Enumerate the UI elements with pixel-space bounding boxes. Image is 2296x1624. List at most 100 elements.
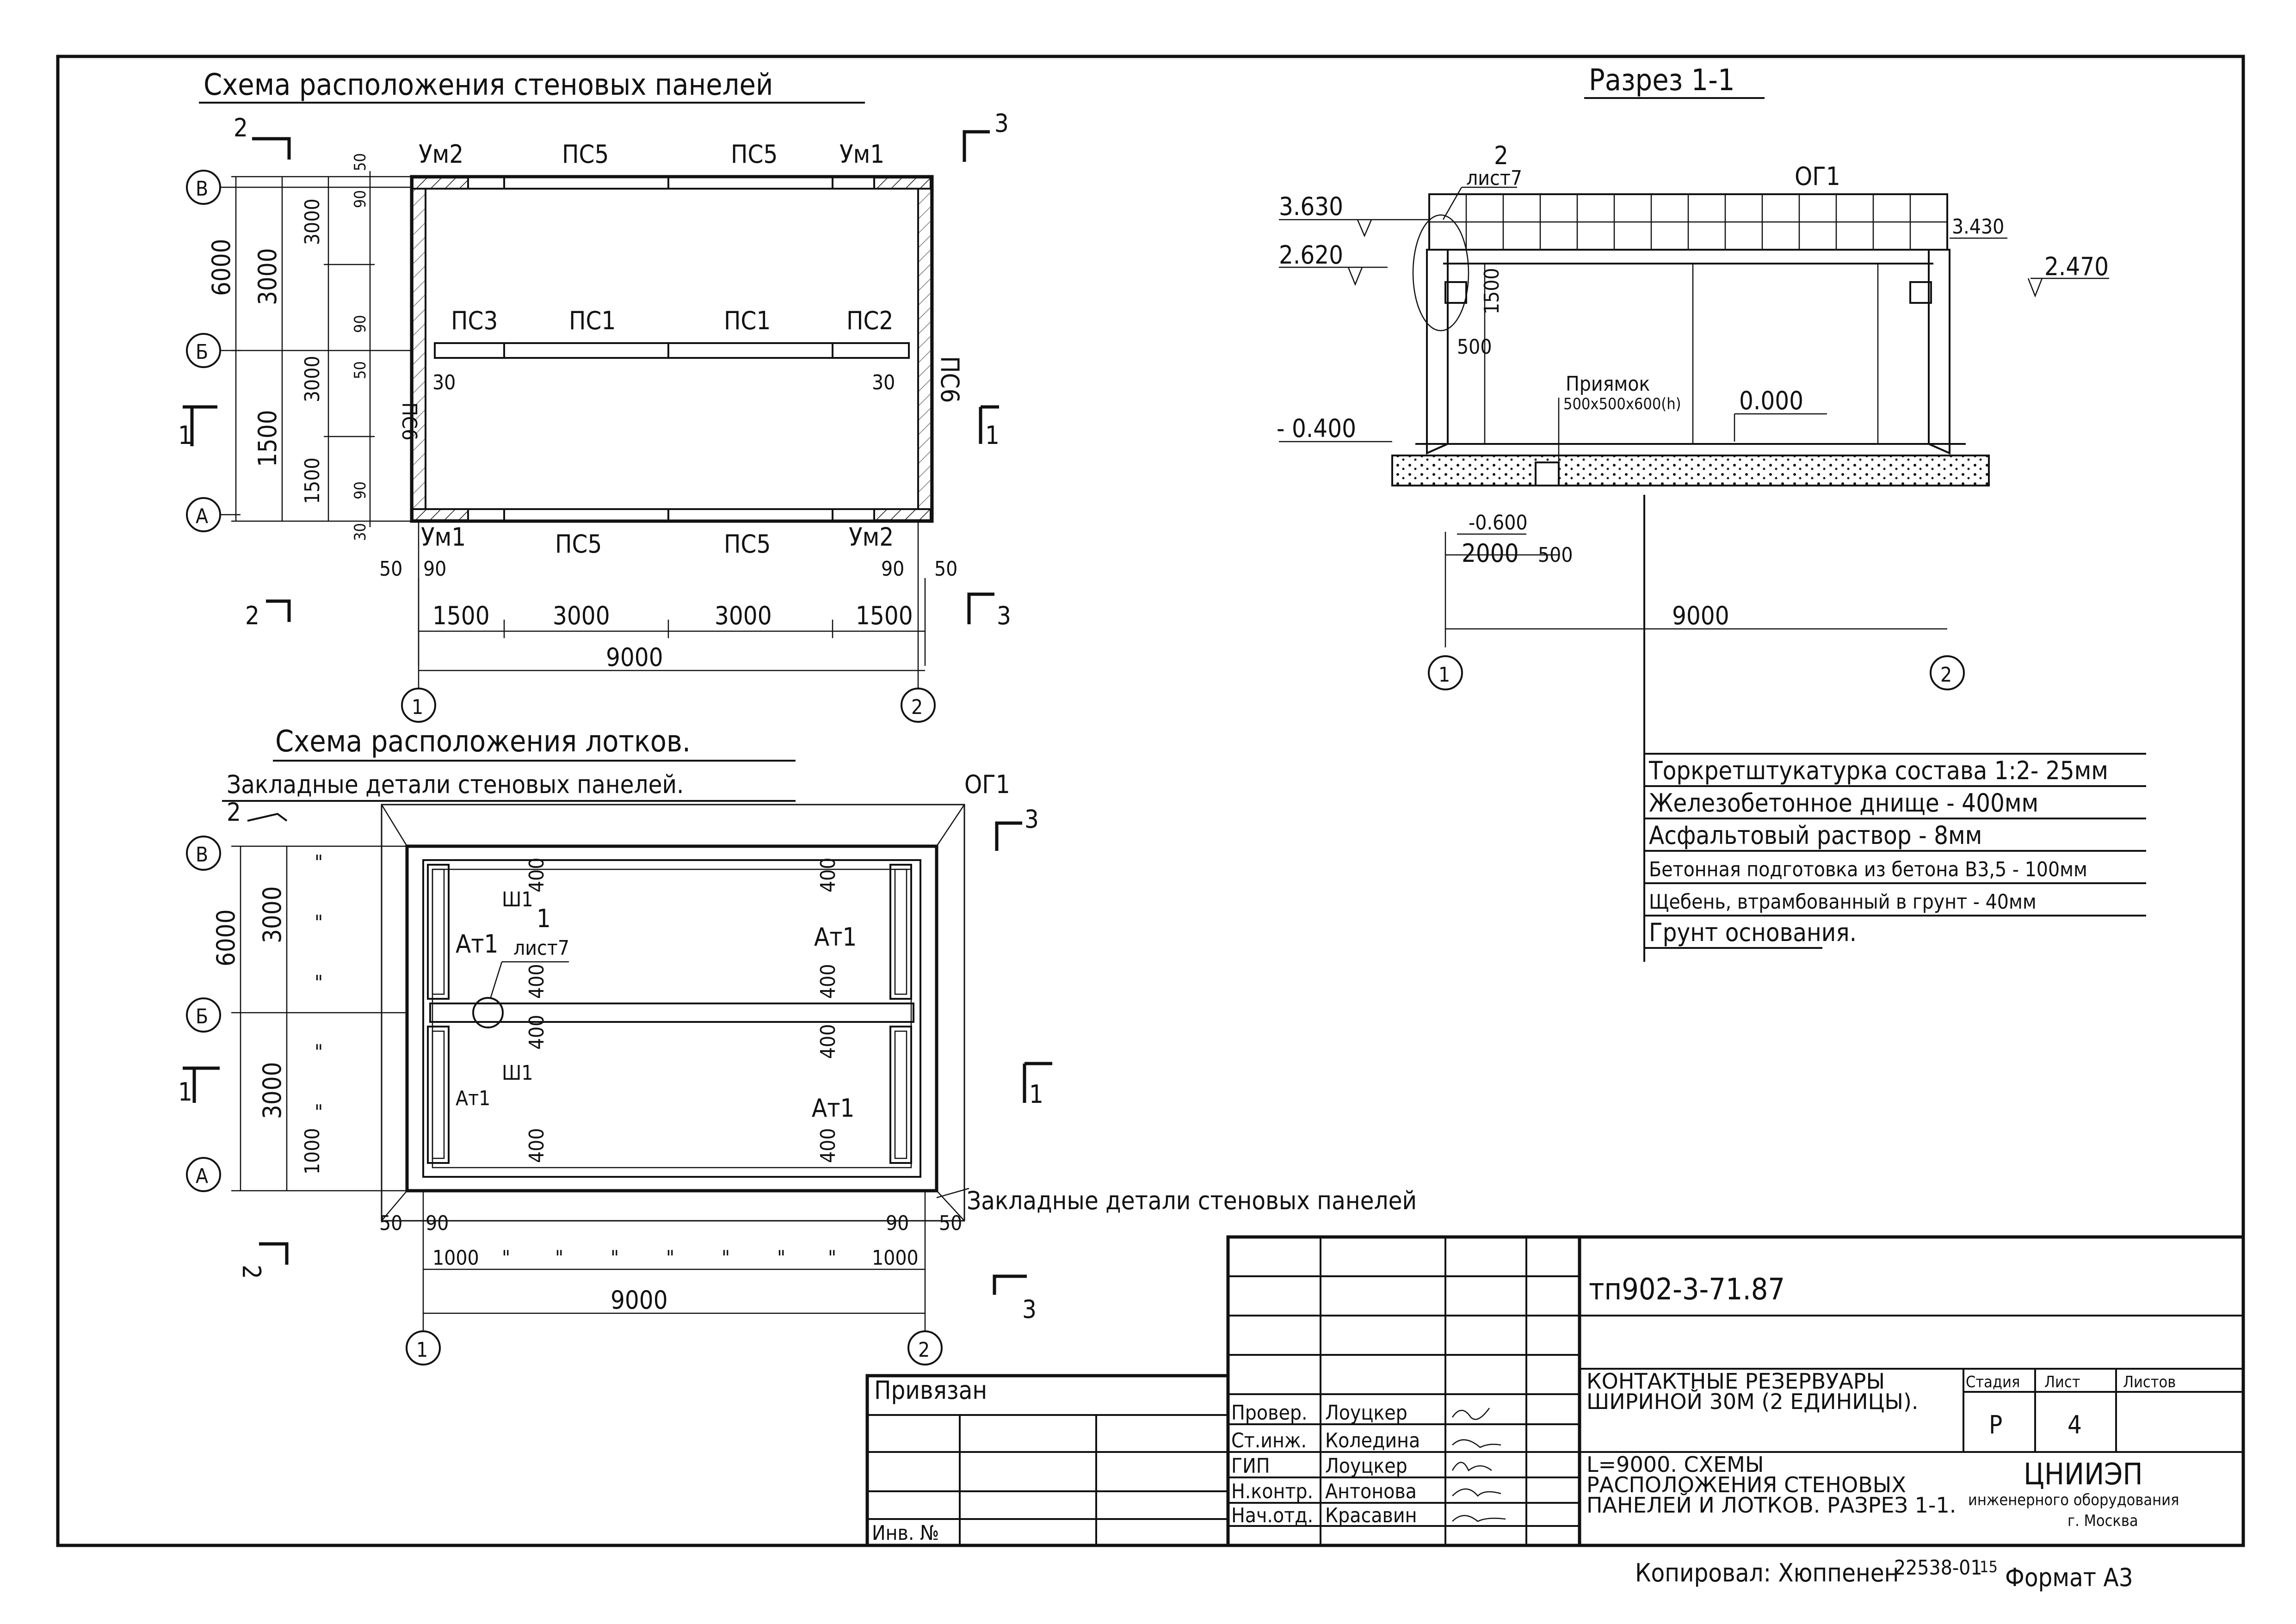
sec-1-left-mark-b: 1 <box>178 1066 220 1107</box>
svg-text:2: 2 <box>918 1338 930 1362</box>
svg-text:1500: 1500 <box>253 410 282 467</box>
format-label: Формат А3 <box>2005 1563 2133 1592</box>
svg-text:90: 90 <box>881 557 904 581</box>
panel-top-4: Ум1 <box>839 140 884 169</box>
svg-text:1: 1 <box>537 904 551 933</box>
order-number: 22538-01 <box>1894 1556 1982 1580</box>
sec-3-top-mark: 3 <box>963 109 1009 162</box>
svg-text:90: 90 <box>351 315 370 333</box>
svg-text:90: 90 <box>426 1212 449 1235</box>
svg-text:1000: 1000 <box>432 1246 479 1270</box>
order-sheet: 15 <box>1980 1558 1998 1576</box>
svg-text:50: 50 <box>351 361 370 379</box>
svg-text:1000: 1000 <box>301 1128 324 1175</box>
svg-text:Ат1: Ат1 <box>456 1087 490 1110</box>
svg-text:- 0.400: - 0.400 <box>1277 414 1356 443</box>
svg-text:2: 2 <box>911 695 923 719</box>
sec-2-top-mark-b: 2 <box>227 798 288 827</box>
svg-text:400: 400 <box>525 1128 549 1163</box>
plan-top-outer-wall <box>410 175 934 523</box>
svg-text:1500: 1500 <box>432 601 490 630</box>
svg-text:400: 400 <box>816 964 840 999</box>
layer-4: Бетонная подготовка из бетона В3,5 - 100… <box>1649 858 2087 881</box>
svg-text:500x500x600(h): 500x500x600(h) <box>1563 395 1681 413</box>
role-4: Н.контр. <box>1231 1480 1313 1503</box>
layer-2: Железобетонное днище - 400мм <box>1649 788 2038 818</box>
svg-text:30: 30 <box>872 371 895 394</box>
inv-label: Инв. № <box>872 1521 939 1545</box>
name-3: Лоуцкер <box>1325 1454 1407 1478</box>
svg-text:3: 3 <box>1025 805 1039 834</box>
svg-text:В: В <box>196 177 208 201</box>
section-axis-1: 1 <box>1428 655 1463 690</box>
svg-text:Б: Б <box>196 1005 208 1028</box>
svg-text:2000: 2000 <box>1462 539 1519 568</box>
svg-text:400: 400 <box>525 857 549 892</box>
svg-text:лист7: лист7 <box>1466 166 1522 190</box>
role-1: Провер. <box>1231 1401 1308 1425</box>
svg-text:Приямок: Приямок <box>1566 372 1650 396</box>
title-block: Привязан Инв. № Провер. Ст.инж. ГИП Н.ко… <box>865 1235 2245 1592</box>
level-3630: 3.630 <box>1279 192 1429 238</box>
svg-text:3.430: 3.430 <box>1952 215 2004 239</box>
level-0000: 0.000 <box>1734 386 1827 442</box>
svg-text:400: 400 <box>816 1024 840 1059</box>
svg-text:3000: 3000 <box>258 886 287 943</box>
name-1: Лоуцкер <box>1325 1401 1407 1425</box>
svg-text:": " <box>722 1246 730 1270</box>
svg-text:1500: 1500 <box>301 457 324 504</box>
svg-text:1: 1 <box>1438 663 1450 687</box>
sheets-header: Листов <box>2123 1373 2176 1391</box>
svg-text:": " <box>502 1246 510 1270</box>
sec-2-bot-mark: 2 <box>245 599 291 630</box>
panel-top-1: Ум2 <box>419 140 463 169</box>
level-3430: 3.430 <box>1950 215 2007 239</box>
svg-text:лист7: лист7 <box>513 936 569 960</box>
panel-bot-4: Ум2 <box>849 523 894 552</box>
axis-1-bottom: 1 <box>406 1191 441 1366</box>
svg-text:3000: 3000 <box>253 248 282 305</box>
plan-bottom: Схема расположения лотков. Закладные дет… <box>178 725 1417 1366</box>
svg-text:90: 90 <box>423 557 446 581</box>
svg-text:3: 3 <box>997 601 1011 630</box>
svg-text:50: 50 <box>934 557 957 581</box>
svg-text:В: В <box>196 843 208 867</box>
panel-mid-4: ПС2 <box>846 306 893 335</box>
object-name: Контактные резервуары шириной 30м (2 еди… <box>1586 1371 1919 1414</box>
stage-value: Р <box>1989 1410 2002 1439</box>
axis-A-top: А <box>186 497 241 532</box>
svg-text:9000: 9000 <box>1672 601 1729 630</box>
level-minus-400: - 0.400 <box>1277 414 1392 443</box>
sec-2-top-mark: 2 <box>234 113 291 160</box>
svg-text:2.470: 2.470 <box>2044 252 2109 281</box>
svg-text:50: 50 <box>351 153 370 171</box>
sheet-value: 4 <box>2068 1410 2082 1439</box>
svg-text:500: 500 <box>1457 335 1492 359</box>
svg-text:400: 400 <box>816 857 840 892</box>
org-dept: инженерного оборудования <box>1968 1491 2179 1509</box>
svg-text:2.620: 2.620 <box>1279 240 1343 270</box>
svg-text:": " <box>315 851 323 874</box>
axis-2-bottom: 2 <box>907 1191 943 1366</box>
plan-top: Схема расположения стеновых панелей Ум2 … <box>178 68 1011 723</box>
panel-mid-1: ПС3 <box>451 306 498 335</box>
svg-text:1500: 1500 <box>856 601 913 630</box>
svg-text:30: 30 <box>432 371 456 394</box>
svg-text:": " <box>555 1246 563 1270</box>
level-minus-600: -0.600 <box>1457 511 1528 535</box>
layer-5: Щебень, втрамбованный в грунт - 40мм <box>1649 890 2037 914</box>
role-2: Ст.инж. <box>1231 1429 1307 1452</box>
layer-1: Торкретштукатурка состава 1:2- 25мм <box>1648 756 2108 785</box>
svg-text:Ат1: Ат1 <box>814 923 857 952</box>
axis-Б-bottom: Б <box>186 997 221 1033</box>
svg-text:Ат1: Ат1 <box>812 1094 854 1123</box>
svg-text:3000: 3000 <box>553 601 610 630</box>
svg-text:3000: 3000 <box>301 356 324 402</box>
svg-text:1: 1 <box>178 421 192 450</box>
svg-text:ОГ1: ОГ1 <box>964 770 1010 799</box>
axis-2-top: 2 <box>901 523 936 723</box>
svg-text:2: 2 <box>245 601 259 630</box>
svg-text:2: 2 <box>227 798 241 827</box>
panel-bot-2: ПС5 <box>555 529 602 559</box>
